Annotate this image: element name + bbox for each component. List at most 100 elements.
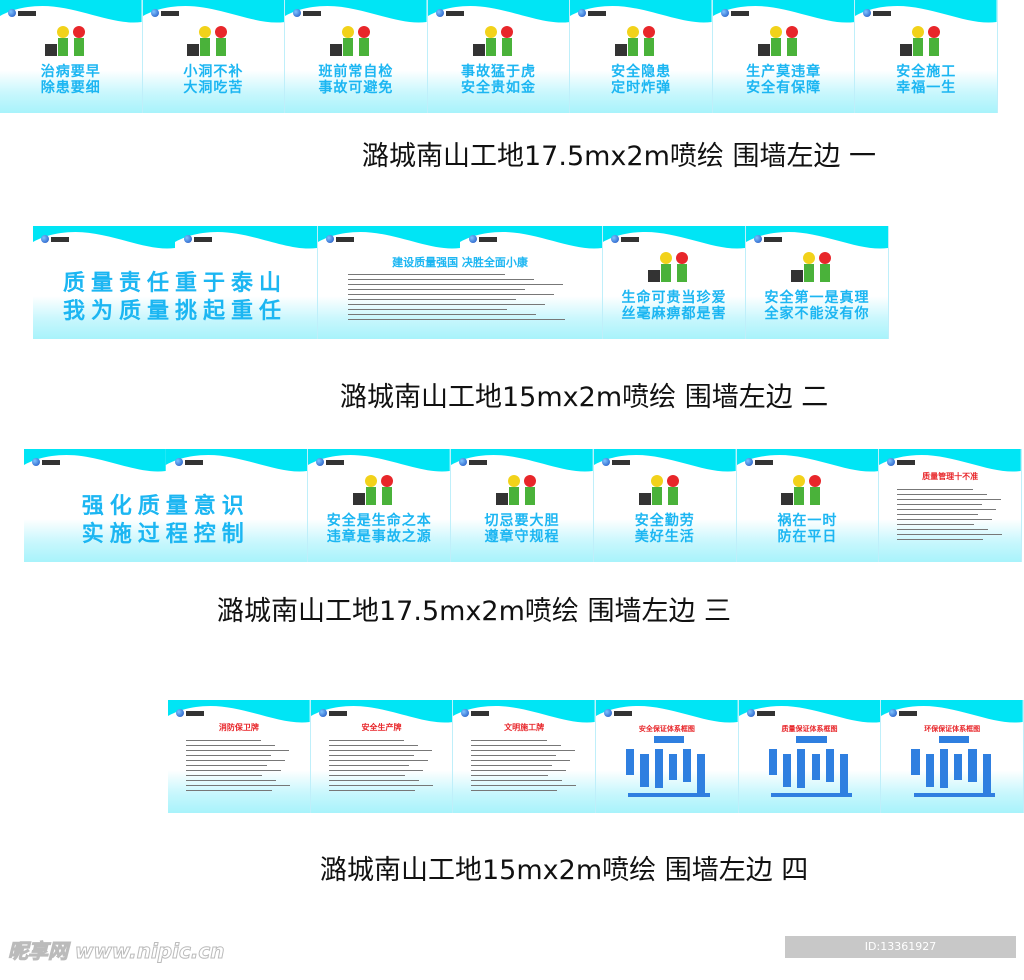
slogan-line: 生命可贵当珍爱: [621, 290, 727, 306]
slogan-text: 班前常自检事故可避免: [285, 64, 427, 96]
slogan-line: 幸福一生: [896, 80, 957, 96]
company-logo: [611, 235, 639, 243]
wave-decoration: [570, 0, 712, 23]
slogan-text: 安全第一是真理全家不能没有你: [746, 290, 888, 322]
banner-panel: 切忌要大胆遵章守规程: [451, 449, 594, 562]
cartoon-illustration: [791, 252, 831, 282]
org-diagram: [903, 736, 1005, 801]
banner-panel: 安全是生命之本违章是事故之源: [308, 449, 452, 562]
company-logo: [32, 458, 60, 466]
headline-line: 实施过程控制: [81, 522, 250, 547]
banner-panel: 强化质量意识实施过程控制: [24, 449, 309, 562]
banner-panel: 事故猛于虎安全贵如金: [427, 0, 571, 113]
wave-decoration: [879, 449, 1022, 472]
company-logo: [461, 709, 490, 717]
headline-line: 我为质量挑起重任: [62, 299, 287, 324]
wave-decoration: [453, 700, 596, 723]
slogan-line: 防在平日: [777, 529, 838, 545]
cartoon-illustration: [900, 26, 941, 56]
slogan-line: 切忌要大胆: [484, 513, 560, 529]
banner-panel: 质量管理十不准: [879, 449, 1023, 562]
wave-decoration: [0, 0, 142, 23]
company-logo: [8, 9, 36, 17]
slogan-line: 班前常自检: [318, 64, 394, 80]
cartoon-illustration: [44, 26, 85, 56]
cartoon-illustration: [615, 26, 656, 56]
document-title: 文明施工牌: [504, 723, 545, 732]
slogan-text: 安全隐患定时炸弹: [570, 64, 712, 96]
document-body: [471, 736, 579, 795]
slogan-line: 安全是生命之本: [326, 513, 432, 529]
wave-decoration: [881, 700, 1024, 723]
slogan-line: 安全隐患: [611, 64, 672, 80]
cartoon-illustration: [648, 252, 688, 282]
slogan-line: 祸在一时: [777, 513, 838, 529]
banner-row-2: 质量责任重于泰山我为质量挑起重任建设质量强国 决胜全面小康 生命可贵当珍爱丝毫麻…: [33, 226, 889, 339]
wave-decoration: [596, 700, 738, 723]
wave-decoration: [168, 700, 310, 723]
banner-panel: 文明施工牌: [453, 700, 597, 813]
cartoon-illustration: [187, 26, 228, 56]
banner-panel: 祸在一时防在平日: [736, 449, 880, 562]
banner-panel: 安全第一是真理全家不能没有你: [746, 226, 889, 339]
slogan-line: 安全贵如金: [461, 80, 537, 96]
company-logo: [174, 458, 203, 466]
slogan-line: 大洞吃苦: [183, 80, 244, 96]
cartoon-illustration: [781, 475, 822, 505]
banner-row-4: 消防保卫牌安全生产牌文明施工牌安全保证体系框图质量保证体系框图环保保证体系框图: [168, 700, 1024, 813]
wave-decoration: [451, 449, 593, 472]
banner-panel: 安全施工幸福一生: [855, 0, 999, 113]
document-title: 消防保卫牌: [218, 723, 259, 732]
watermark-id: ID:13361927 NO:20210201112629576331: [785, 936, 1016, 975]
slogan-line: 生产莫违章: [746, 64, 822, 80]
caption-row-3: 潞城南山工地17.5mx2m喷绘 围墙左边 三: [217, 596, 732, 627]
banner-panel: 安全隐患定时炸弹: [570, 0, 713, 113]
slogan-line: 安全勤劳: [634, 513, 695, 529]
company-logo: [183, 235, 212, 243]
cartoon-illustration: [757, 26, 798, 56]
wave-decoration: [712, 0, 855, 23]
wave-decoration: [603, 226, 745, 249]
company-logo: [744, 458, 773, 466]
slogan-line: 安全第一是真理: [764, 290, 870, 306]
slogan-line: 定时炸弹: [611, 80, 672, 96]
headline-line: 强化质量意识: [81, 494, 250, 519]
wave-decoration: [285, 0, 427, 23]
document-title: 安全生产牌: [361, 723, 402, 732]
company-logo: [601, 458, 630, 466]
company-logo: [318, 709, 347, 717]
banner-panel: 治病要早除患要细: [0, 0, 143, 113]
slogan-text: 生命可贵当珍爱丝毫麻痹都是害: [603, 290, 745, 322]
slogan-line: 遵章守规程: [484, 529, 560, 545]
document-body: [328, 736, 437, 795]
banner-panel: 安全保证体系框图: [596, 700, 739, 813]
slogan-line: 丝毫麻痹都是害: [621, 306, 727, 322]
slogan-text: 生产莫违章安全有保障: [713, 64, 855, 96]
banner-panel: 消防保卫牌: [168, 700, 311, 813]
wave-decoration: [736, 449, 879, 472]
slogan-line: 安全施工: [896, 64, 957, 80]
banner-panel: 安全勤劳美好生活: [593, 449, 737, 562]
document-body: [186, 736, 294, 795]
banner-panel: 安全生产牌: [310, 700, 454, 813]
caption-row-1: 潞城南山工地17.5mx2m喷绘 围墙左边 一: [362, 141, 877, 172]
slogan-line: 除患要细: [40, 80, 101, 96]
slogan-text: 切忌要大胆遵章守规程: [451, 513, 593, 545]
company-logo: [578, 9, 607, 17]
diagram-title: 质量保证体系框图: [781, 725, 838, 733]
banner-panel: 质量责任重于泰山我为质量挑起重任: [33, 226, 318, 339]
wave-decoration: [318, 226, 602, 249]
document-title: 质量管理十不准: [922, 472, 979, 481]
slogan-text: 安全是生命之本违章是事故之源: [308, 513, 450, 545]
company-logo: [41, 235, 69, 243]
slogan-line: 安全有保障: [746, 80, 822, 96]
company-logo: [604, 709, 633, 717]
wave-decoration: [593, 449, 736, 472]
slogan-line: 事故猛于虎: [461, 64, 537, 80]
company-logo: [293, 9, 322, 17]
company-logo: [459, 458, 488, 466]
wave-decoration: [310, 700, 453, 723]
org-diagram: [618, 736, 720, 801]
company-logo: [720, 9, 749, 17]
cartoon-illustration: [353, 475, 394, 505]
